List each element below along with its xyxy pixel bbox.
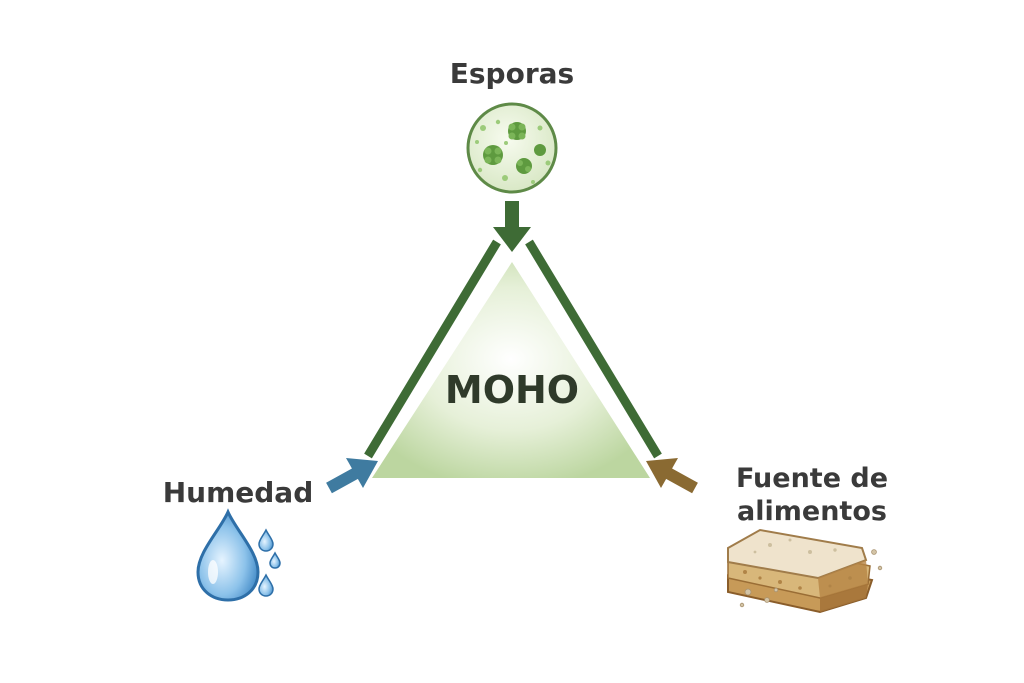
moisture-label: Humedad	[163, 476, 314, 509]
spores-label: Esporas	[450, 57, 574, 90]
food-label-line2: alimentos	[737, 496, 887, 527]
food-label-line1: Fuente de	[736, 463, 888, 494]
water-drop-icon	[196, 508, 281, 602]
food-arrow	[646, 458, 698, 494]
spores-arrow	[493, 201, 531, 252]
triangle-left-edge	[364, 239, 501, 459]
moisture-arrow	[326, 458, 378, 494]
triangle-fill	[372, 262, 650, 478]
center-label: MOHO	[445, 368, 579, 412]
bread-icon	[727, 528, 883, 614]
triangle-right-edge	[525, 239, 662, 459]
spores-icon	[466, 102, 558, 194]
